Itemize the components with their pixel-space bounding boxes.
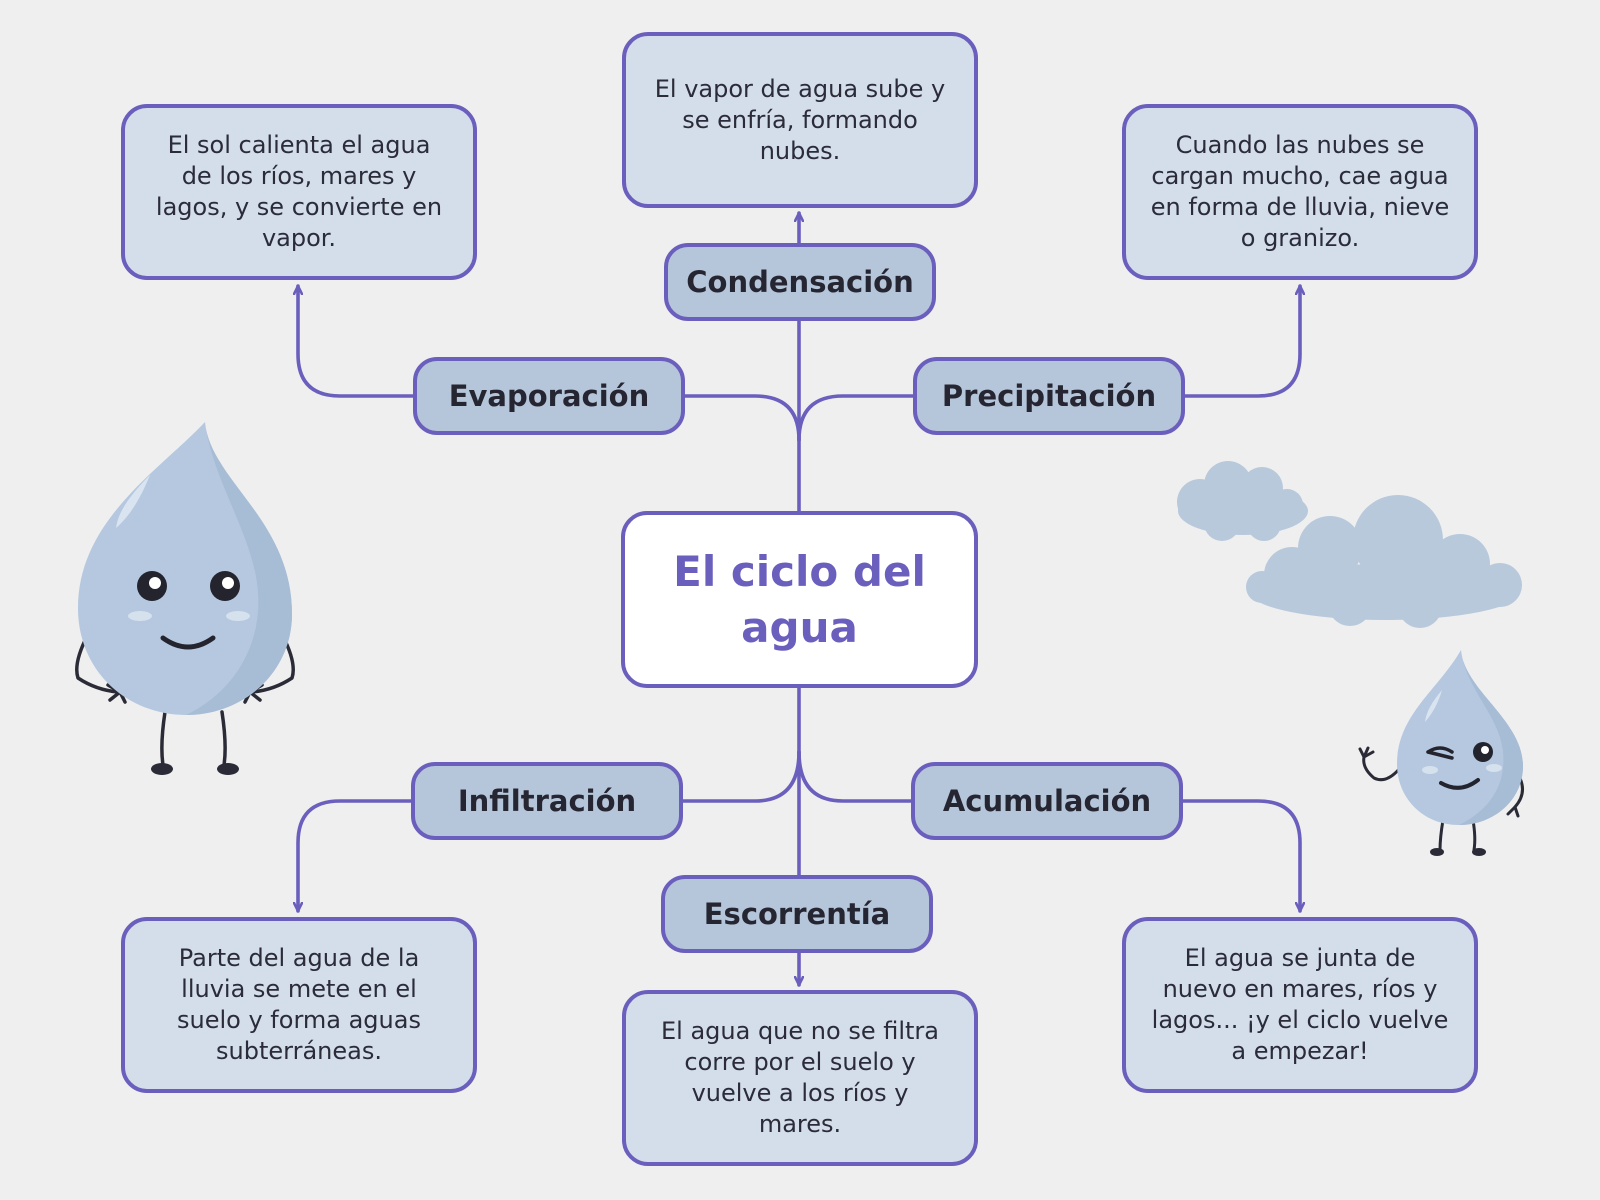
condensacion-description-box: El vapor de agua sube y se enfría, forma… <box>622 32 978 208</box>
infiltracion-description-box: Parte del agua de la lluvia se mete en e… <box>121 917 477 1093</box>
acumulacion-label: Acumulación <box>911 762 1183 840</box>
evaporacion-label: Evaporación <box>413 357 685 435</box>
branch-acumulacion-line <box>797 750 913 803</box>
diagram-title: El ciclo del agua <box>673 546 926 652</box>
cloud-icon <box>1177 461 1308 541</box>
condensacion-label: Condensación <box>664 243 936 321</box>
water-drop-character-smiling-icon <box>75 422 295 775</box>
evaporacion-description: El sol calienta el agua de los ríos, mar… <box>155 131 443 252</box>
arrow-infiltracion <box>298 799 413 913</box>
escorrentia-description: El agua que no se filtra corre por el su… <box>661 1017 939 1138</box>
cloud-icon <box>1246 495 1522 628</box>
evaporacion-description-box: El sol calienta el agua de los ríos, mar… <box>121 104 477 280</box>
precipitacion-description-box: Cuando las nubes se cargan mucho, cae ag… <box>1122 104 1478 280</box>
infiltracion-label: Infiltración <box>411 762 683 840</box>
condensacion-description: El vapor de agua sube y se enfría, forma… <box>654 74 946 165</box>
arrow-acumulacion <box>1181 799 1300 913</box>
water-drop-character-winking-icon <box>1358 650 1524 856</box>
branch-precipitacion-line <box>797 394 915 442</box>
escorrentia-label: Escorrentía <box>661 875 933 953</box>
infiltracion-description: Parte del agua de la lluvia se mete en e… <box>177 944 421 1065</box>
precipitacion-label: Precipitación <box>913 357 1185 435</box>
escorrentia-description-box: El agua que no se filtra corre por el su… <box>622 990 978 1166</box>
arrow-precipitacion <box>1183 284 1300 398</box>
acumulacion-description: El agua se junta de nuevo en mares, ríos… <box>1151 944 1449 1065</box>
central-title-box: El ciclo del agua <box>621 511 978 688</box>
precipitacion-description: Cuando las nubes se cargan mucho, cae ag… <box>1150 131 1450 252</box>
arrow-evaporacion <box>298 284 415 398</box>
acumulacion-description-box: El agua se junta de nuevo en mares, ríos… <box>1122 917 1478 1093</box>
